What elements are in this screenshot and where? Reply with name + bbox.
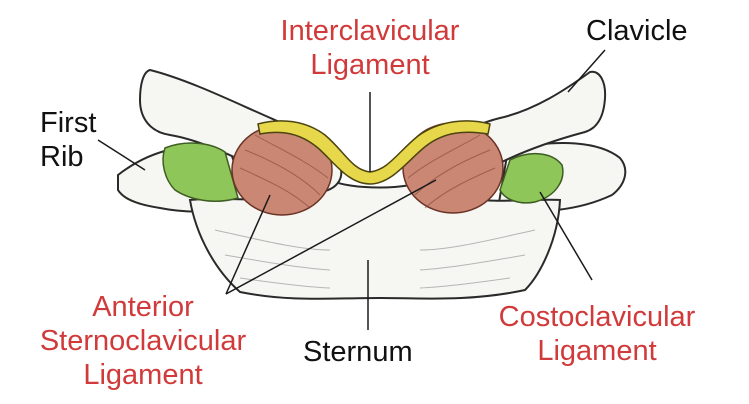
interclavicular-label-line2: Ligament — [258, 48, 482, 82]
anterior-label-line3: Ligament — [8, 358, 278, 392]
costoclavicular-ligament-label: Costoclavicular Ligament — [482, 300, 712, 368]
anterior-sternoclavicular-ligament-label: Anterior Sternoclavicular Ligament — [8, 290, 278, 392]
first-rib-label-line1: First — [40, 106, 96, 140]
clavicle-label: Clavicle — [586, 14, 688, 48]
anterior-label-line1: Anterior — [8, 290, 278, 324]
leader-first-rib — [98, 140, 145, 170]
interclavicular-ligament-label: Interclavicular Ligament — [258, 14, 482, 82]
costoclavicular-label-line2: Ligament — [482, 334, 712, 368]
interclavicular-label-line1: Interclavicular — [258, 14, 482, 48]
first-rib-label: First Rib — [40, 106, 96, 174]
first-rib-label-line2: Rib — [40, 140, 96, 174]
anterior-label-line2: Sternoclavicular — [8, 324, 278, 358]
costoclavicular-label-line1: Costoclavicular — [482, 300, 712, 334]
sternum-label: Sternum — [303, 335, 413, 369]
